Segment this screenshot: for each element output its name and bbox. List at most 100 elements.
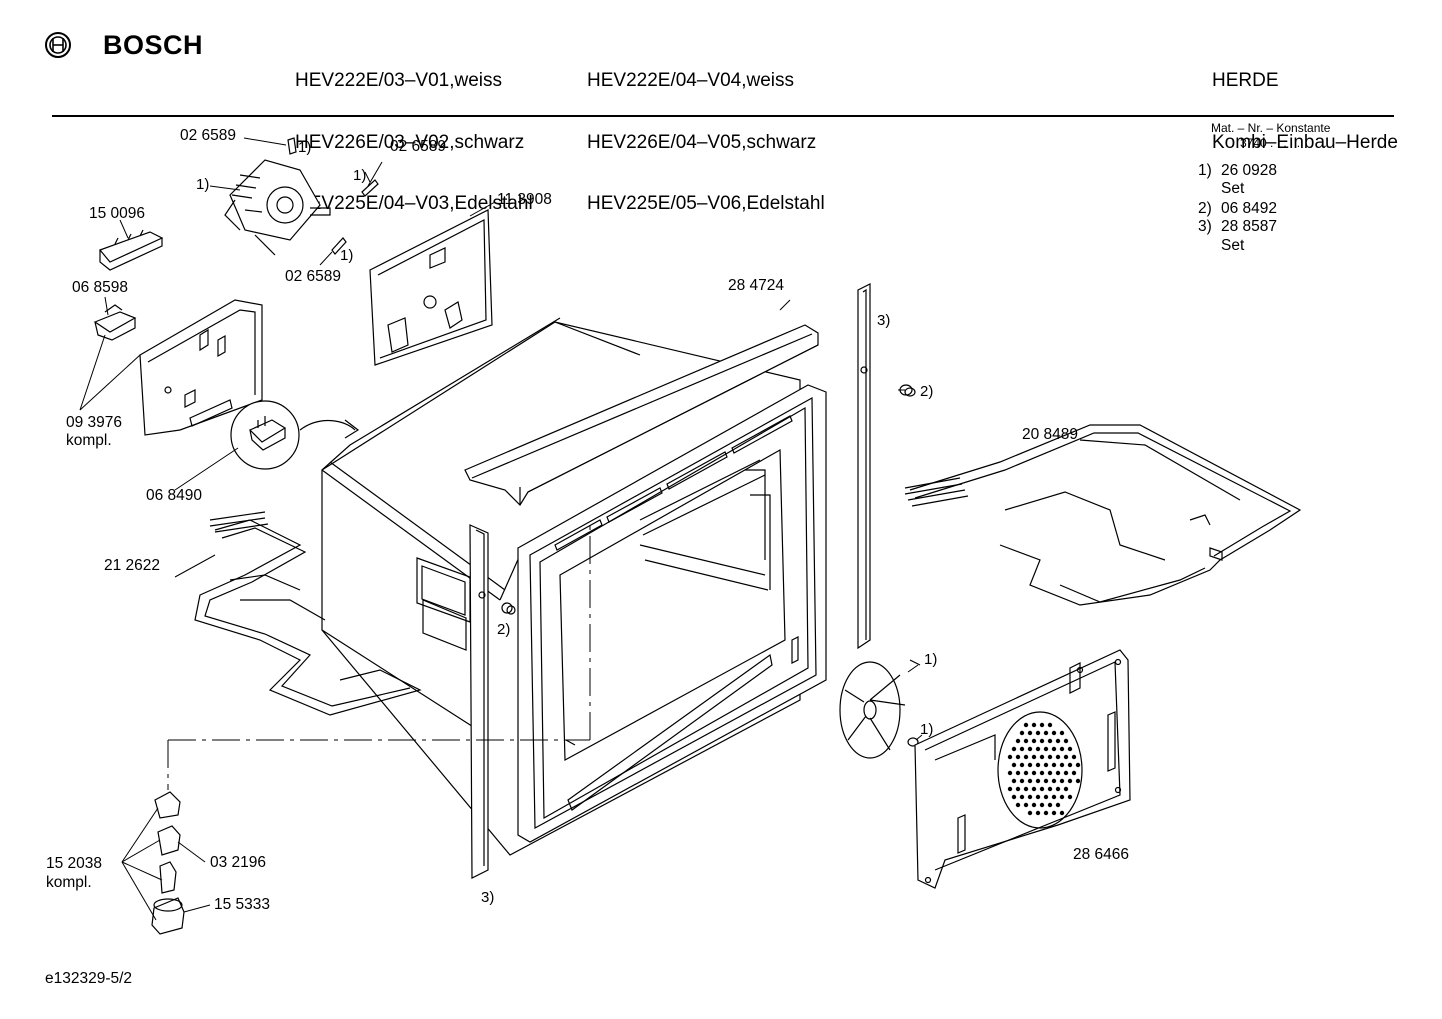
part-label: 03 2196 bbox=[210, 854, 267, 871]
bracket-plate bbox=[140, 300, 262, 435]
clip-part bbox=[288, 138, 378, 254]
model-line: HEV222E/03–V01,weiss bbox=[295, 70, 503, 91]
fan-nut-part bbox=[908, 738, 918, 746]
terminal-block bbox=[100, 230, 162, 270]
perforation-hole bbox=[1047, 802, 1053, 808]
perforation-hole bbox=[1051, 730, 1057, 736]
perforation-hole bbox=[1023, 770, 1029, 776]
grommet-part bbox=[502, 603, 515, 614]
perforation-hole bbox=[1059, 778, 1065, 784]
model-line: HEV226E/04–V05,schwarz bbox=[587, 131, 817, 153]
annotation: 3) bbox=[877, 312, 891, 329]
perforation-hole bbox=[1035, 778, 1041, 784]
perforation-hole bbox=[1027, 794, 1033, 800]
perforation-hole bbox=[1059, 762, 1065, 768]
perforation-hole bbox=[1063, 754, 1069, 760]
perforation-hole bbox=[1075, 778, 1081, 784]
perforation-hole bbox=[1031, 802, 1037, 808]
perforation-hole bbox=[1039, 754, 1045, 760]
perforation-hole bbox=[1055, 754, 1061, 760]
note-key: 3) bbox=[1198, 218, 1212, 235]
part-label: 15 0096 bbox=[89, 205, 146, 222]
perforation-hole bbox=[1043, 778, 1049, 784]
perforation-hole bbox=[1015, 802, 1021, 808]
perforation-hole bbox=[1063, 770, 1069, 776]
note-value: 28 8587 bbox=[1221, 218, 1278, 235]
perforation-hole bbox=[1071, 770, 1077, 776]
model-list-col1: HEV222E/03–V01,weiss HEV226E/03–V02,schw… bbox=[295, 30, 533, 235]
model-line: HEV226E/03–V02,schwarz bbox=[295, 131, 525, 153]
perforation-hole bbox=[1043, 810, 1049, 816]
document-id: e132329-5/2 bbox=[45, 970, 133, 987]
fan-motor-assembly bbox=[225, 160, 330, 255]
perforation-hole bbox=[1055, 738, 1061, 744]
perforation-hole bbox=[1047, 738, 1053, 744]
perforation-hole bbox=[1039, 738, 1045, 744]
fan-cover-perforation bbox=[1007, 722, 1081, 816]
perforation-hole bbox=[1011, 794, 1017, 800]
left-trim-strip bbox=[470, 525, 488, 878]
perforation-hole bbox=[1063, 738, 1069, 744]
right-trim-strip bbox=[858, 284, 870, 648]
perforation-hole bbox=[1019, 762, 1025, 768]
part-label: 28 6466 bbox=[1073, 846, 1130, 863]
perforation-hole bbox=[1011, 746, 1017, 752]
note-value: 26 0928 bbox=[1221, 162, 1278, 179]
part-label: 06 8490 bbox=[146, 487, 203, 504]
perforation-hole bbox=[1015, 738, 1021, 744]
annotation: 2) bbox=[497, 621, 511, 638]
perforation-hole bbox=[1007, 770, 1013, 776]
perforation-hole bbox=[1035, 762, 1041, 768]
annotation: 1) bbox=[298, 139, 312, 156]
perforation-hole bbox=[1051, 794, 1057, 800]
model-line: HEV225E/04–V03,Edelstahl bbox=[295, 193, 533, 214]
perforation-hole bbox=[1063, 786, 1069, 792]
bottom-heating-element bbox=[195, 512, 420, 715]
part-label: kompl. bbox=[46, 874, 92, 891]
annotation: 1) bbox=[340, 247, 354, 264]
perforation-hole bbox=[1023, 754, 1029, 760]
model-line: HEV225E/05–V06,Edelstahl bbox=[587, 193, 825, 214]
perforation-hole bbox=[1059, 794, 1065, 800]
perforation-hole bbox=[1039, 722, 1045, 728]
perforation-hole bbox=[1039, 802, 1045, 808]
perforation-hole bbox=[1051, 810, 1057, 816]
part-label: 02 6589 bbox=[180, 127, 237, 144]
perforation-hole bbox=[1051, 762, 1057, 768]
leader-lines bbox=[80, 138, 922, 920]
switch-part bbox=[95, 305, 135, 340]
part-label: 09 3976 bbox=[66, 414, 123, 431]
perforation-hole bbox=[1031, 722, 1037, 728]
note-value: 06 8492 bbox=[1221, 200, 1278, 217]
perforation-hole bbox=[1039, 770, 1045, 776]
annotation: 1) bbox=[924, 651, 938, 668]
note-key: 2) bbox=[1198, 200, 1212, 217]
header-divider bbox=[52, 115, 1394, 117]
perforation-hole bbox=[1019, 794, 1025, 800]
perforation-hole bbox=[1067, 762, 1073, 768]
mat-nr-label: Mat. – Nr. – Konstante bbox=[1211, 121, 1331, 135]
perforation-hole bbox=[1027, 810, 1033, 816]
part-label: 21 2622 bbox=[104, 557, 161, 574]
perforation-hole bbox=[1047, 722, 1053, 728]
category-title: HERDE bbox=[1212, 70, 1279, 91]
perforation-hole bbox=[1027, 730, 1033, 736]
part-label: 28 4724 bbox=[728, 277, 785, 294]
note-extra: Set bbox=[1221, 180, 1245, 197]
perforation-hole bbox=[1015, 754, 1021, 760]
perforation-hole bbox=[1035, 794, 1041, 800]
perforation-hole bbox=[1067, 778, 1073, 784]
annotation: 2) bbox=[920, 383, 934, 400]
perforation-hole bbox=[1043, 762, 1049, 768]
part-label: 06 8598 bbox=[72, 279, 129, 296]
part-label: 02 6589 bbox=[285, 268, 342, 285]
perforation-hole bbox=[1031, 738, 1037, 744]
perforation-hole bbox=[1015, 770, 1021, 776]
perforation-hole bbox=[1035, 746, 1041, 752]
perforation-hole bbox=[1027, 762, 1033, 768]
perforation-hole bbox=[1011, 778, 1017, 784]
product-category: HERDE Kombi–Einbau–Herde bbox=[1212, 30, 1398, 174]
back-plate bbox=[370, 210, 492, 365]
perforation-hole bbox=[1047, 754, 1053, 760]
perforation-hole bbox=[1051, 778, 1057, 784]
